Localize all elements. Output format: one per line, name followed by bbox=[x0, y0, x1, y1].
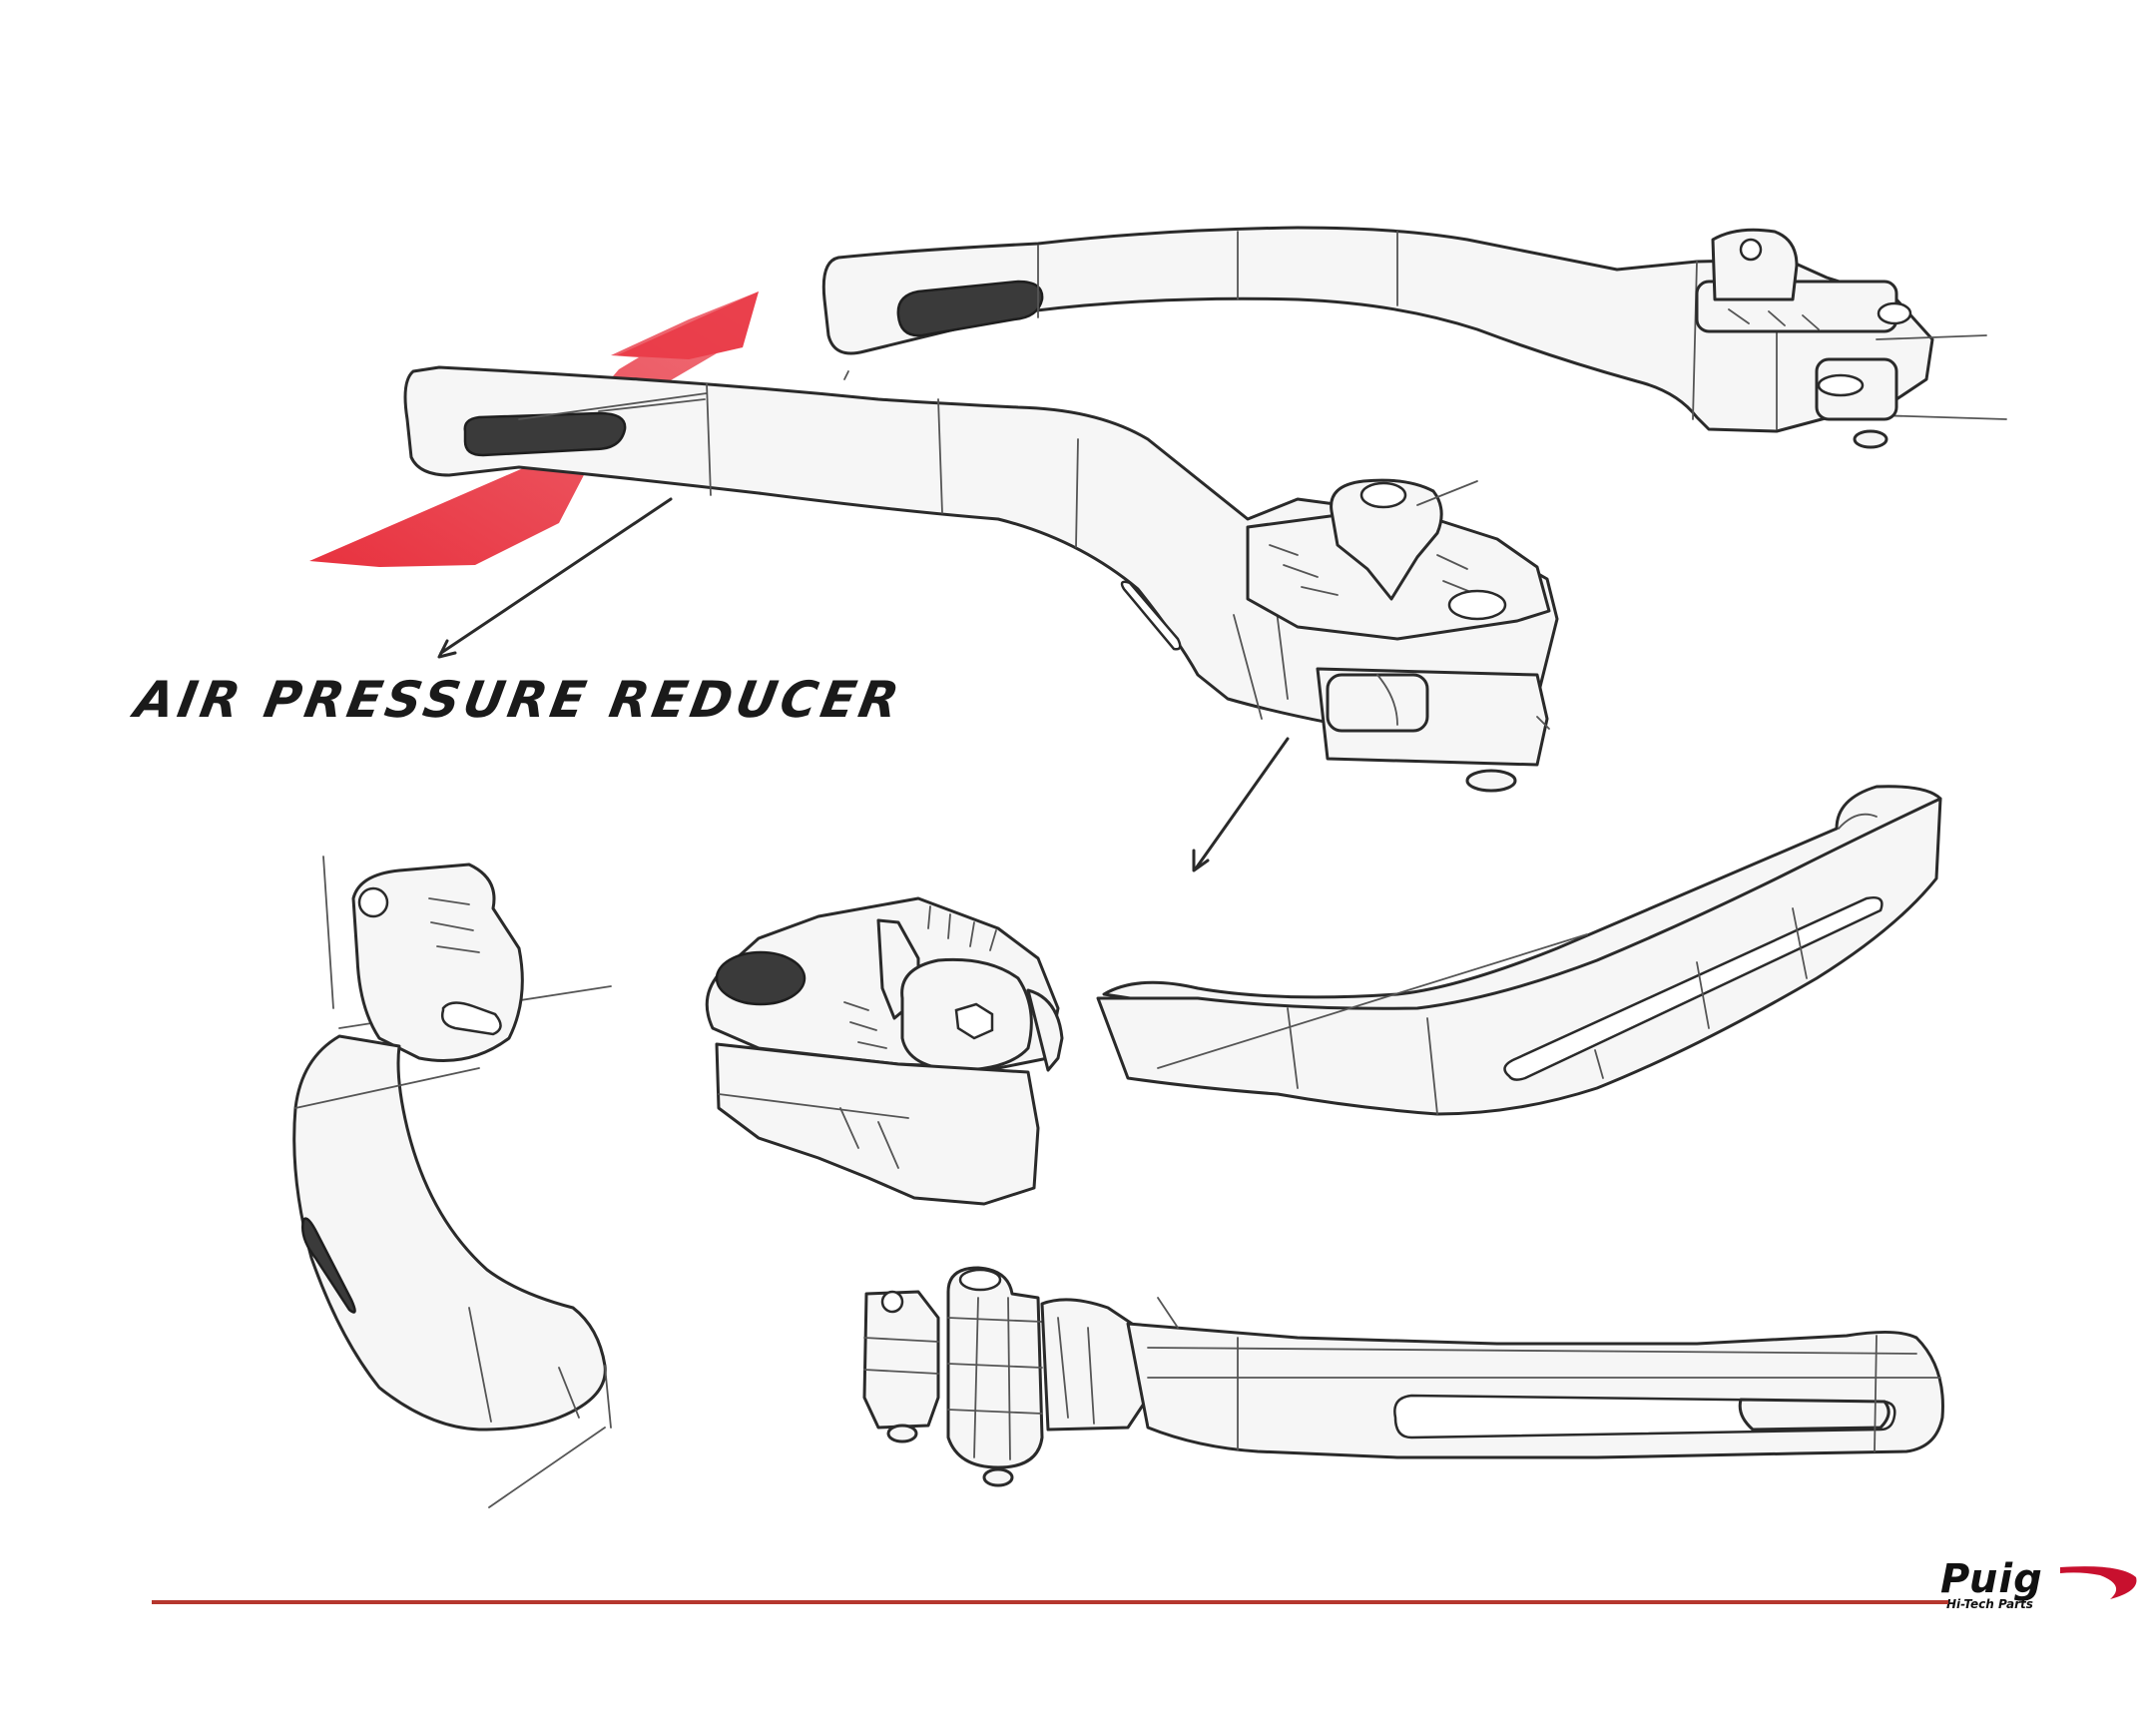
callout-leaders bbox=[437, 497, 1290, 872]
air-pressure-reducer-label: AIR PRESSURE REDUCER bbox=[130, 671, 907, 729]
lever-bottom-view bbox=[705, 785, 1942, 1206]
brand-name: Puig bbox=[1940, 1556, 2043, 1602]
puig-logo: Puig Hi-Tech Parts bbox=[1940, 1559, 2140, 1619]
puig-swoosh-icon bbox=[2060, 1566, 2137, 1599]
footer-divider bbox=[152, 1600, 1948, 1604]
lever-left bbox=[292, 856, 612, 1508]
lever-side-view bbox=[862, 1266, 1944, 1487]
brand-tagline: Hi-Tech Parts bbox=[1946, 1597, 2033, 1611]
lever-main bbox=[403, 365, 1559, 793]
red-flow-arrow bbox=[309, 291, 759, 567]
lever-top-right bbox=[821, 226, 2007, 449]
